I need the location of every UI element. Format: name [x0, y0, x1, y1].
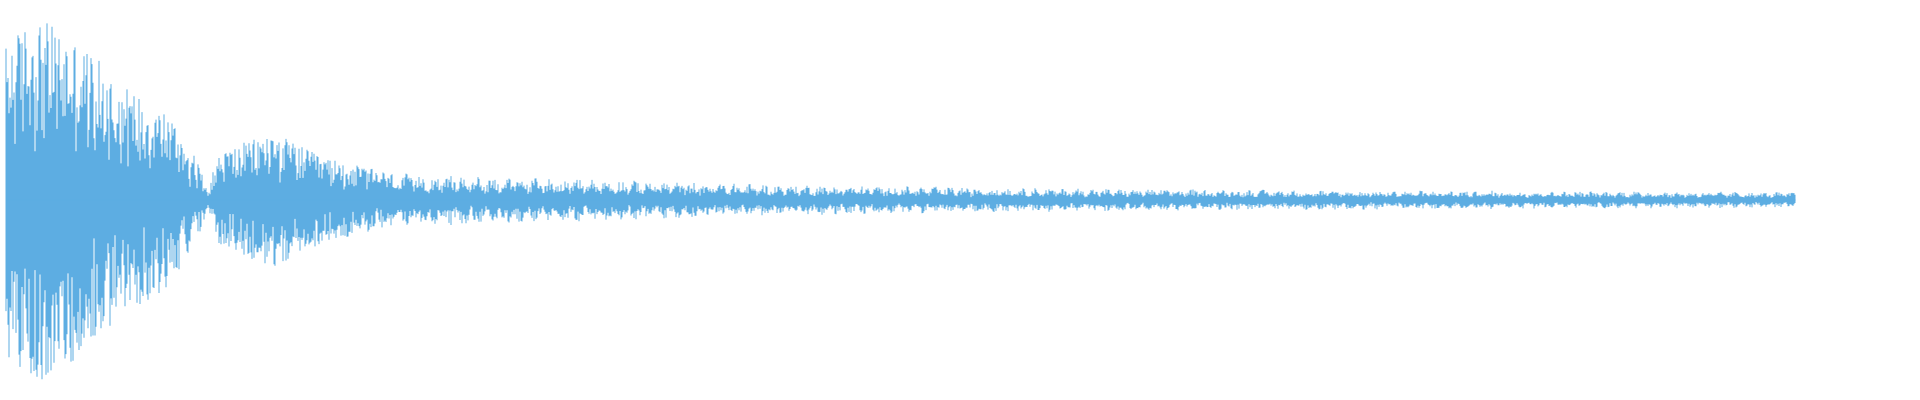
- waveform-trace: [5, 23, 1796, 380]
